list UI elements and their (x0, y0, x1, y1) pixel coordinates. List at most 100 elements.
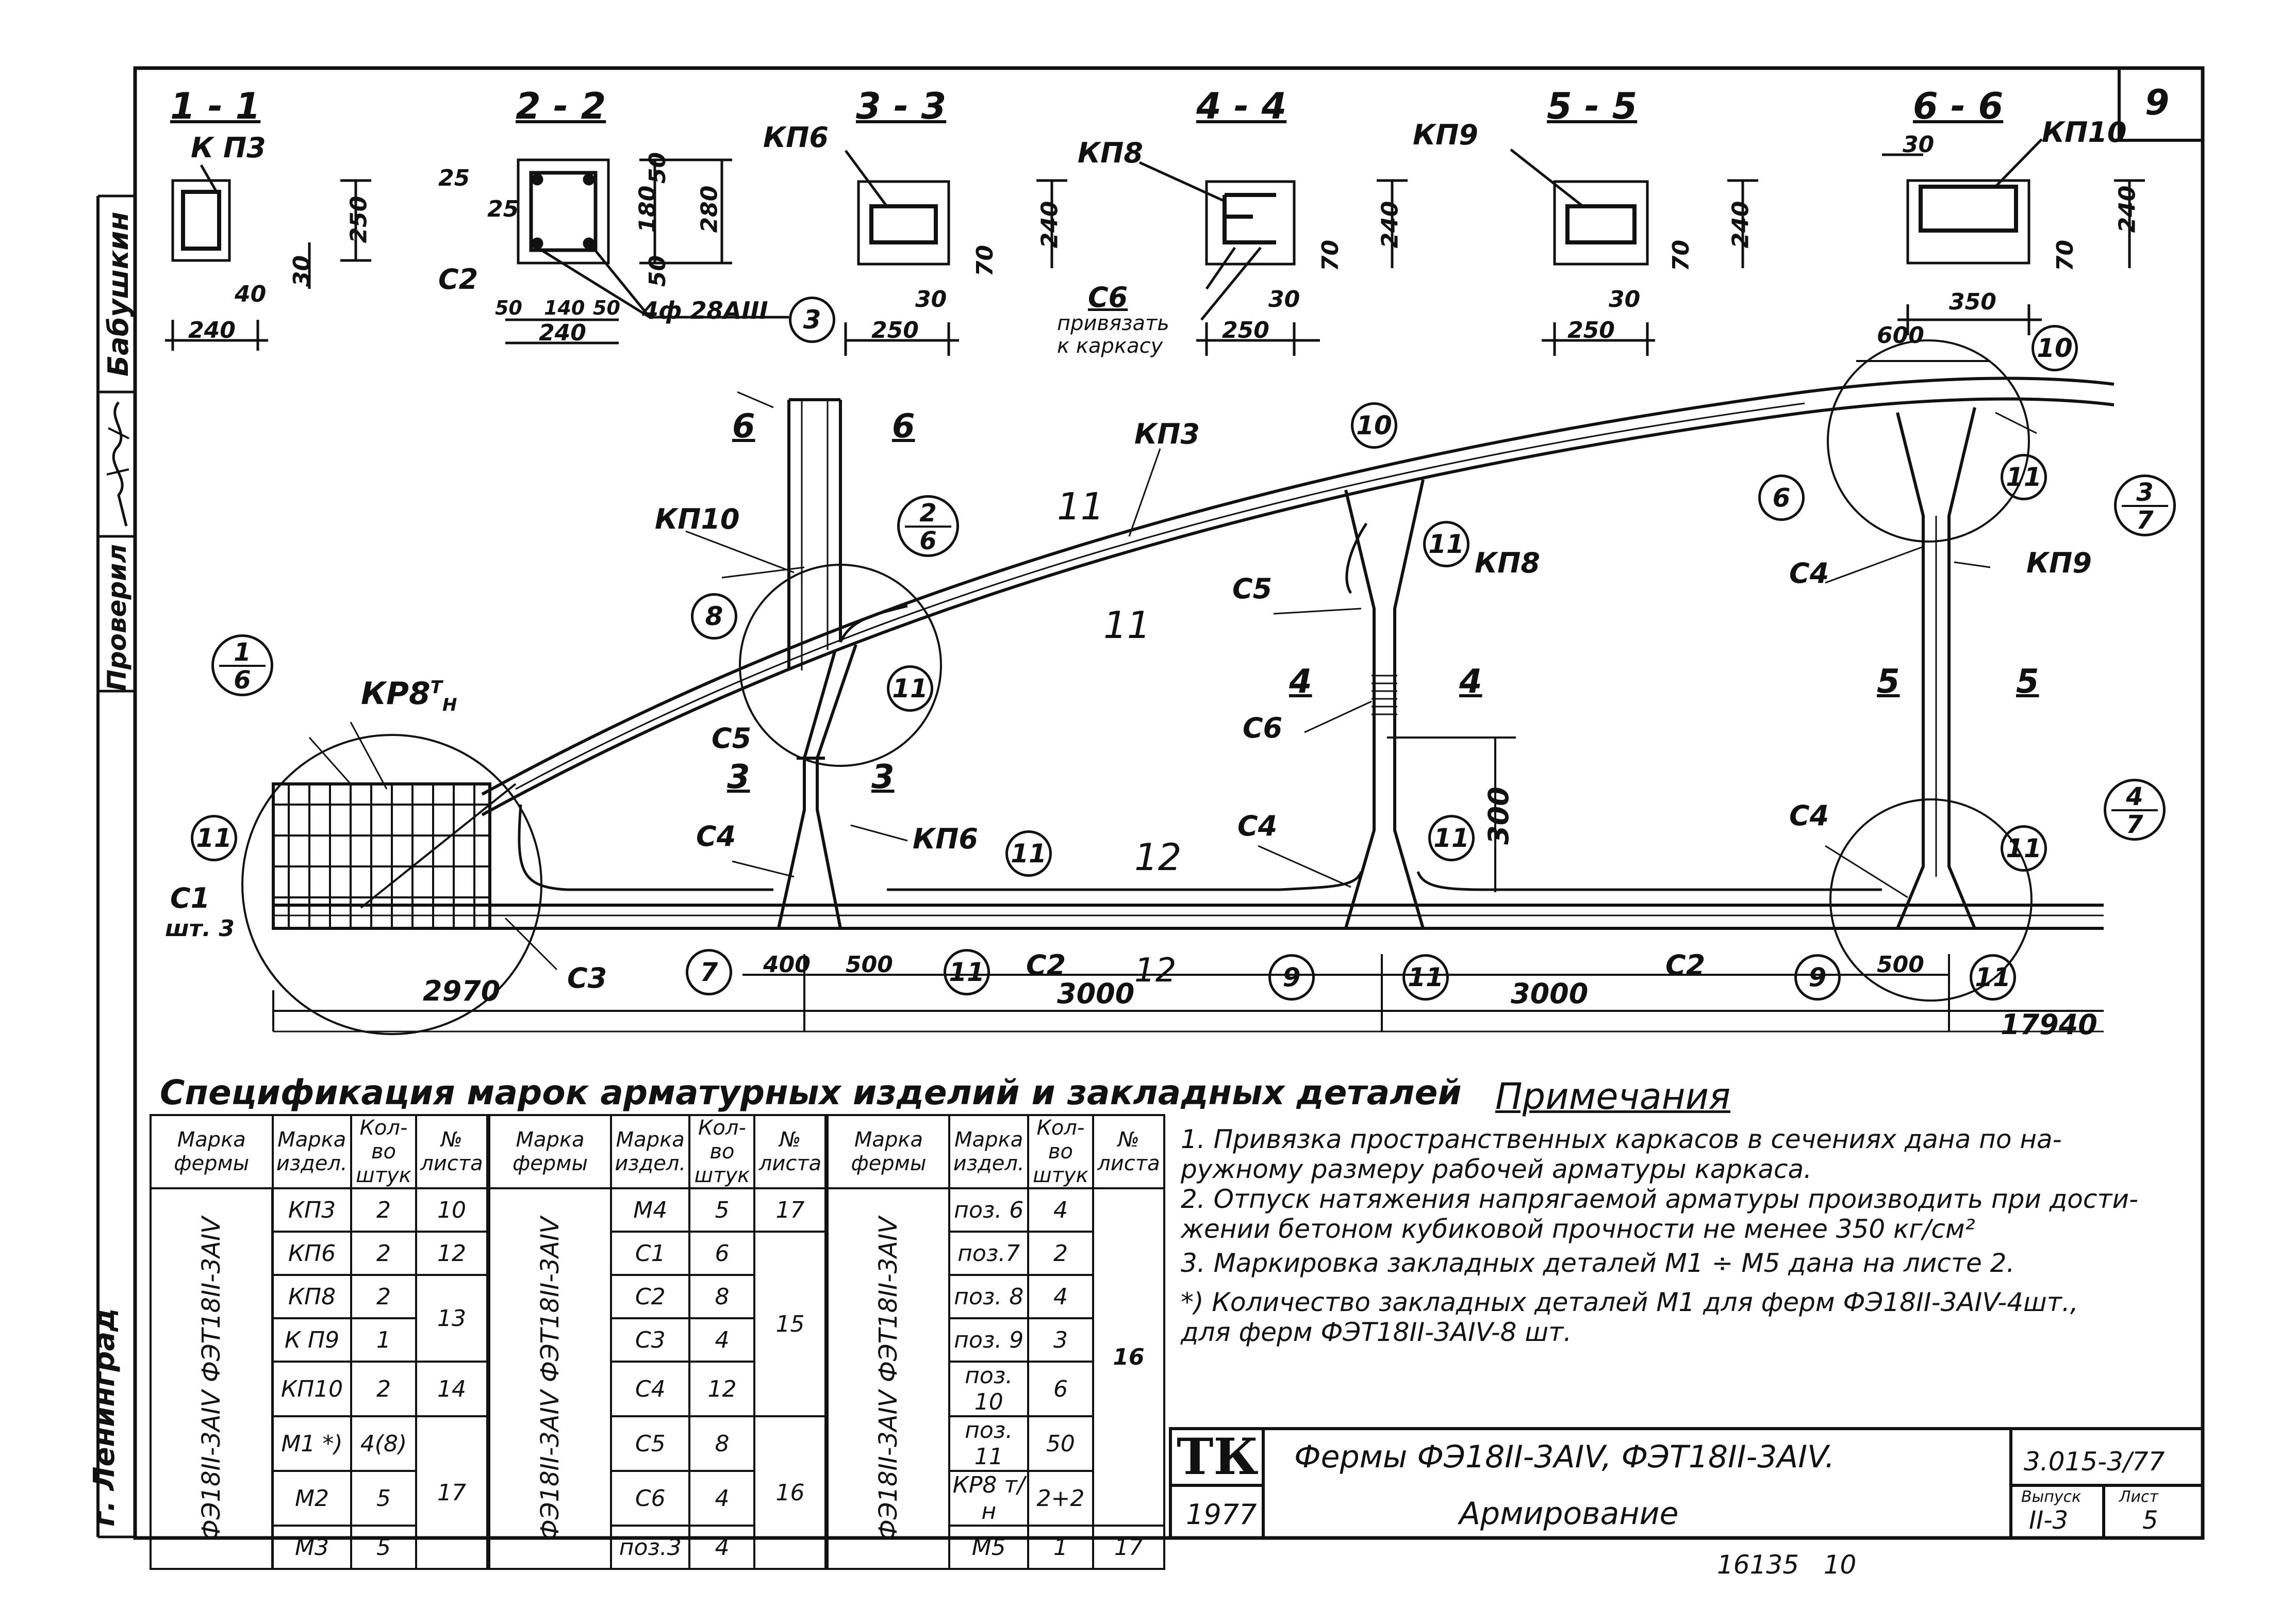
spec-cell: поз. 9 (948, 1317, 1029, 1363)
elev-callout-14: 10 (2031, 325, 2078, 371)
section-2-mark: С2 (438, 263, 478, 296)
elev-callout-9: 9 (1268, 954, 1315, 1001)
elev-sec4-left: 4 (1289, 663, 1312, 701)
elev-c5a-label: С5 (712, 722, 752, 755)
elev-c6-label: С6 (1243, 712, 1283, 744)
section-1-dim-240: 240 (188, 317, 236, 343)
section-2-dim-50c: 50 (495, 297, 522, 319)
elev-callout-13: 11 (2001, 454, 2047, 500)
elev-callout-10: 11 (1402, 954, 1449, 1001)
elev-callout-2: 8 (691, 593, 737, 640)
section-4-mark: КП8 (1078, 137, 1143, 169)
spec-cell: 5 (350, 1525, 417, 1570)
spec-row: К П9 1 С3 4 поз. 9 3 (151, 1317, 1164, 1363)
elev-kr8-sub: Н (442, 695, 457, 715)
spec-cell: 5 (688, 1187, 756, 1233)
note-line: 2. Отпуск натяжения напрягаемой арматуры… (1181, 1184, 2139, 1214)
elev-c5b-label: С5 (1232, 572, 1273, 605)
spec-h-sheet-2: № листа (753, 1114, 829, 1189)
spec-cell: поз. 6 (948, 1187, 1029, 1233)
spec-cell: поз.7 (948, 1231, 1029, 1276)
detail-ref-1-6-top: 1 (234, 638, 251, 667)
section-2-dim-50d: 50 (593, 297, 620, 319)
elev-kp8-label: КП8 (1475, 547, 1540, 579)
section-4-dim-250: 250 (1222, 317, 1269, 343)
spec-cell: 2 (1027, 1231, 1094, 1276)
spec-h-qty-3: Кол-во штук (1027, 1114, 1094, 1189)
detail-ref-2-6-top: 2 (919, 499, 937, 528)
spec-cell: 1 (1027, 1525, 1094, 1570)
spec-cell: С6 (609, 1470, 691, 1527)
spec-cell: М4 (609, 1187, 691, 1233)
elev-kr8-sup: Т (430, 677, 442, 698)
elev-sec6-right: 6 (892, 407, 915, 446)
section-3-dim-250: 250 (871, 317, 919, 343)
spec-cell: КР8 т/н (948, 1470, 1029, 1527)
spec-h-item-2: Марка издел. (609, 1114, 691, 1189)
elev-kp9-label: КП9 (2026, 547, 2092, 579)
side-signature (106, 401, 129, 527)
spec-cell: 16 (1092, 1187, 1166, 1527)
section-4-note: привязать к каркасу (1057, 312, 1169, 358)
elev-kr8-label: КР8ТН (361, 676, 457, 715)
spec-cell: 17 (753, 1187, 829, 1233)
section-4-extra-mark: С6 (1088, 281, 1128, 314)
spec-h-sheet-1: № листа (415, 1114, 490, 1189)
spec-cell: К П9 (271, 1317, 352, 1363)
spec-cell: КП6 (271, 1231, 352, 1276)
spec-cell: С4 (609, 1361, 691, 1417)
spec-h-sheet-3: № листа (1092, 1114, 1166, 1189)
section-5-mark: КП9 (1413, 119, 1478, 151)
spec-cell: 4 (1027, 1274, 1094, 1319)
spec-cell: М1 *) (271, 1415, 352, 1472)
detail-ref-4-7-bottom: 7 (2126, 810, 2143, 839)
spec-cell: 6 (1027, 1361, 1094, 1417)
section-1-dim-40: 40 (235, 281, 267, 307)
spec-cell: 4 (688, 1317, 756, 1363)
spec-cell: 3 (1027, 1317, 1094, 1363)
section-4-dim-30: 30 (1268, 286, 1300, 313)
spec-cell: 4 (1027, 1187, 1094, 1233)
detail-ref-3-7: 3 7 (2114, 474, 2176, 536)
spec-cell: 13 (415, 1274, 490, 1363)
elev-callout-1: 11 (191, 815, 237, 861)
elev-bar11-top: 11 (1057, 485, 1104, 528)
elev-callout-3: 11 (887, 665, 933, 712)
section-1-mark: К П3 (191, 132, 266, 164)
section-2-dim-25b: 25 (487, 196, 519, 222)
spec-cell: 12 (415, 1231, 490, 1276)
section-6-mark: КП10 (2042, 116, 2127, 149)
title-block-issue: II-3 (2029, 1506, 2069, 1535)
section-5-dim-30: 30 (1609, 286, 1641, 313)
elev-c4b-label: С4 (1237, 810, 1278, 842)
spec-cell: С5 (609, 1415, 691, 1472)
elev-sec5-right: 5 (2016, 663, 2039, 701)
elev-c2a-label: С2 (1026, 949, 1066, 981)
spec-h-truss-1: Марка фермы (150, 1114, 274, 1189)
spec-cell: 2 (350, 1231, 417, 1276)
elev-bar12-bottom: 12 (1134, 952, 1177, 990)
spec-cell: поз. 10 (948, 1361, 1029, 1417)
spec-cell: 12 (688, 1361, 756, 1417)
spec-cell: поз. 11 (948, 1415, 1029, 1472)
note-line: для ферм ФЭТ18II-3АIV-8 шт. (1181, 1317, 1572, 1347)
elev-c2b-label: С2 (1665, 949, 1706, 981)
spec-h-qty-2: Кол-во штук (688, 1114, 756, 1189)
spec-cell: 17 (1092, 1525, 1166, 1570)
spec-cell: 2+2 (1027, 1470, 1094, 1527)
spec-cell: М5 (948, 1525, 1029, 1570)
spec-cell: 15 (753, 1231, 829, 1417)
spec-row: М2 5 С6 4 КР8 т/н 2+2 (151, 1470, 1164, 1527)
spec-row: М1 *) 4(8) 17 С5 8 16 поз. 11 50 (151, 1415, 1164, 1570)
spec-cell: 2 (350, 1361, 417, 1417)
section-2-dim-140: 140 (544, 297, 585, 319)
note-line: 3. Маркировка закладных деталей М1 ÷ М5 … (1181, 1248, 2015, 1278)
title-block-sheet-label: Лист (2119, 1488, 2159, 1506)
section-3-dim-30: 30 (915, 286, 947, 313)
elev-dim-500a: 500 (846, 952, 893, 978)
notes-block: 1. Привязка пространственных каркасов в … (1181, 1124, 2191, 1347)
section-2-dim-240: 240 (539, 320, 586, 346)
elev-callout-11: 11 (1428, 815, 1475, 861)
title-block-issue-label: Выпуск (2021, 1488, 2082, 1506)
elev-callout-4: 11 (1005, 830, 1052, 877)
